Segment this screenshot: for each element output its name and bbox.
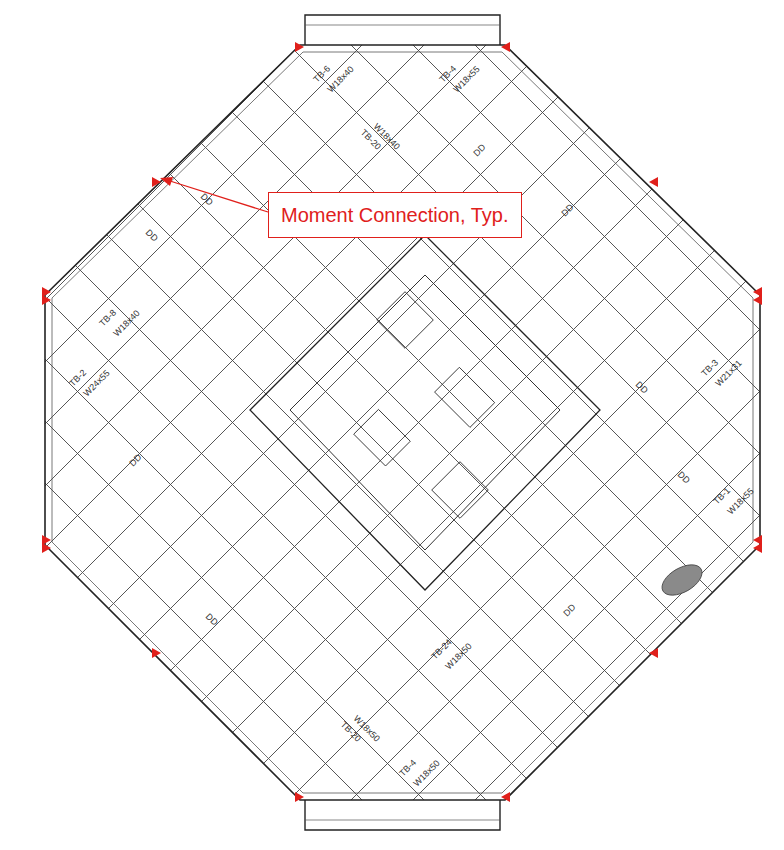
moment-mark [42, 543, 51, 553]
beam-line [0, 0, 779, 779]
core-opening [354, 409, 411, 466]
notch-line [305, 25, 500, 26]
member-label: TB-4 [398, 758, 418, 778]
beam-line [0, 0, 593, 593]
deck-direction-mark: DD [144, 228, 160, 244]
notch-line [305, 820, 500, 821]
core-opening [377, 292, 434, 349]
beam-line [0, 0, 784, 358]
top-notch [305, 15, 500, 45]
moment-mark [42, 535, 51, 545]
core-outline [250, 235, 600, 590]
beam-line [0, 252, 784, 850]
member-label: TB-1 [712, 486, 732, 506]
moment-mark [753, 295, 762, 305]
moment-mark [753, 543, 762, 553]
beam-line [0, 376, 784, 850]
core-opening [432, 462, 489, 519]
beam-line [0, 0, 784, 482]
deck-direction-mark: DD [199, 192, 215, 208]
slab-edge [45, 45, 760, 800]
moment-mark [753, 287, 762, 297]
beam-line [0, 4, 784, 850]
beam-line [0, 0, 784, 668]
moment-mark [501, 42, 510, 52]
deck-direction-mark: DD [676, 470, 692, 486]
beam-line [0, 0, 784, 544]
deck-direction-mark: DD [472, 143, 488, 159]
member-label: TB-3 [700, 358, 720, 378]
core-inner [290, 275, 560, 550]
deck-direction-mark: DD [204, 612, 220, 628]
member-label: TB-4 [438, 64, 458, 84]
moment-mark [152, 648, 161, 658]
slab-edge-inner [52, 52, 753, 793]
moment-mark [501, 792, 510, 802]
member-label: TB-2 [68, 368, 88, 388]
member-label: TB-6 [312, 64, 332, 84]
hatched-area [657, 559, 707, 602]
deck-direction-mark: DD [634, 380, 650, 396]
moment-mark [649, 648, 658, 658]
beam-line [0, 0, 784, 420]
beam-line [0, 0, 717, 717]
deck-direction-mark: DD [560, 203, 576, 219]
deck-direction-mark: DD [562, 603, 578, 619]
beam-line [0, 500, 784, 850]
moment-mark [295, 792, 304, 802]
moment-mark [295, 42, 304, 52]
moment-mark [42, 295, 51, 305]
core-opening [435, 367, 495, 427]
beam-line [0, 0, 784, 606]
leader-arrowhead [160, 177, 173, 186]
moment-mark [649, 177, 658, 187]
moment-mark [42, 287, 51, 297]
moment-mark [753, 535, 762, 545]
beam-line [0, 0, 784, 730]
beam-line [0, 0, 784, 792]
moment-mark [152, 177, 161, 187]
moment-connection-marks [42, 42, 762, 802]
bottom-notch [305, 800, 500, 830]
beam-line [0, 66, 784, 850]
member-label: TB-8 [98, 308, 118, 328]
callout-text: Moment Connection, Typ. [281, 204, 509, 226]
callout-box: Moment Connection, Typ. [268, 192, 522, 238]
leader-line [170, 181, 268, 212]
deck-direction-mark: DD [128, 453, 144, 469]
beam-line [0, 0, 655, 655]
